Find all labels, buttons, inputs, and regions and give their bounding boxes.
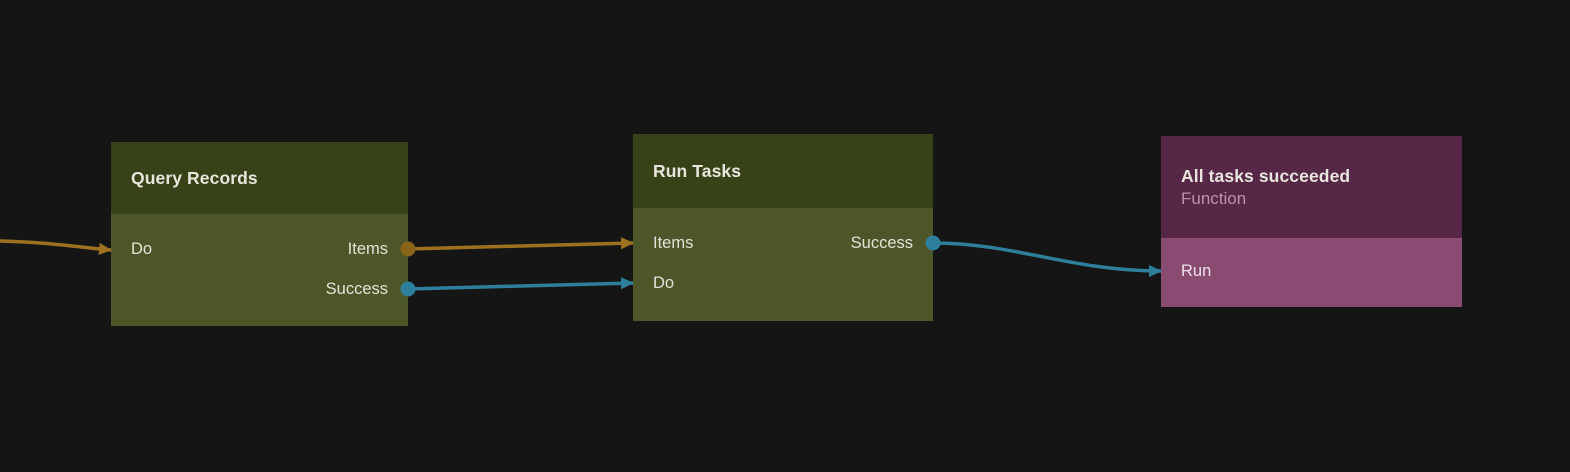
port-row: Do <box>633 263 933 303</box>
node-subtitle: Function <box>1181 188 1247 208</box>
output-port-success[interactable]: Success <box>325 279 388 298</box>
port-row: Success <box>111 269 408 309</box>
input-port-do[interactable]: Do <box>653 273 675 292</box>
output-port-success[interactable]: Success <box>850 233 913 252</box>
node-all-tasks-succeeded[interactable]: All tasks succeeded Function Run <box>1161 136 1462 307</box>
node-header[interactable]: Run Tasks <box>633 134 933 208</box>
node-run-tasks[interactable]: Run Tasks Items Success Do <box>633 134 933 321</box>
output-port-items[interactable]: Items <box>347 239 388 258</box>
node-body: Run <box>1161 238 1462 307</box>
node-header[interactable]: All tasks succeeded Function <box>1161 136 1462 238</box>
node-title: All tasks succeeded <box>1181 165 1351 186</box>
edge-offscreen-to-query-records-do[interactable] <box>0 239 112 255</box>
port-row: Items Success <box>633 223 933 263</box>
node-title: Run Tasks <box>653 160 742 181</box>
input-port-do[interactable]: Do <box>131 239 153 258</box>
node-title: Query Records <box>131 167 258 188</box>
node-header[interactable]: Query Records <box>111 142 408 214</box>
port-row: Do Items <box>111 229 408 269</box>
edge-run-tasks-success-to-all-tasks-succeeded-run[interactable] <box>932 241 1162 277</box>
input-port-items[interactable]: Items <box>653 233 694 252</box>
input-port-run[interactable]: Run <box>1181 261 1212 280</box>
port-row: Run <box>1161 251 1462 291</box>
node-body: Do Items Success <box>111 214 408 326</box>
edge-query-records-items-to-run-tasks-items[interactable] <box>407 237 634 251</box>
node-query-records[interactable]: Query Records Do Items Success <box>111 142 408 326</box>
node-body: Items Success Do <box>633 208 933 321</box>
edge-query-records-success-to-run-tasks-do[interactable] <box>407 277 634 291</box>
